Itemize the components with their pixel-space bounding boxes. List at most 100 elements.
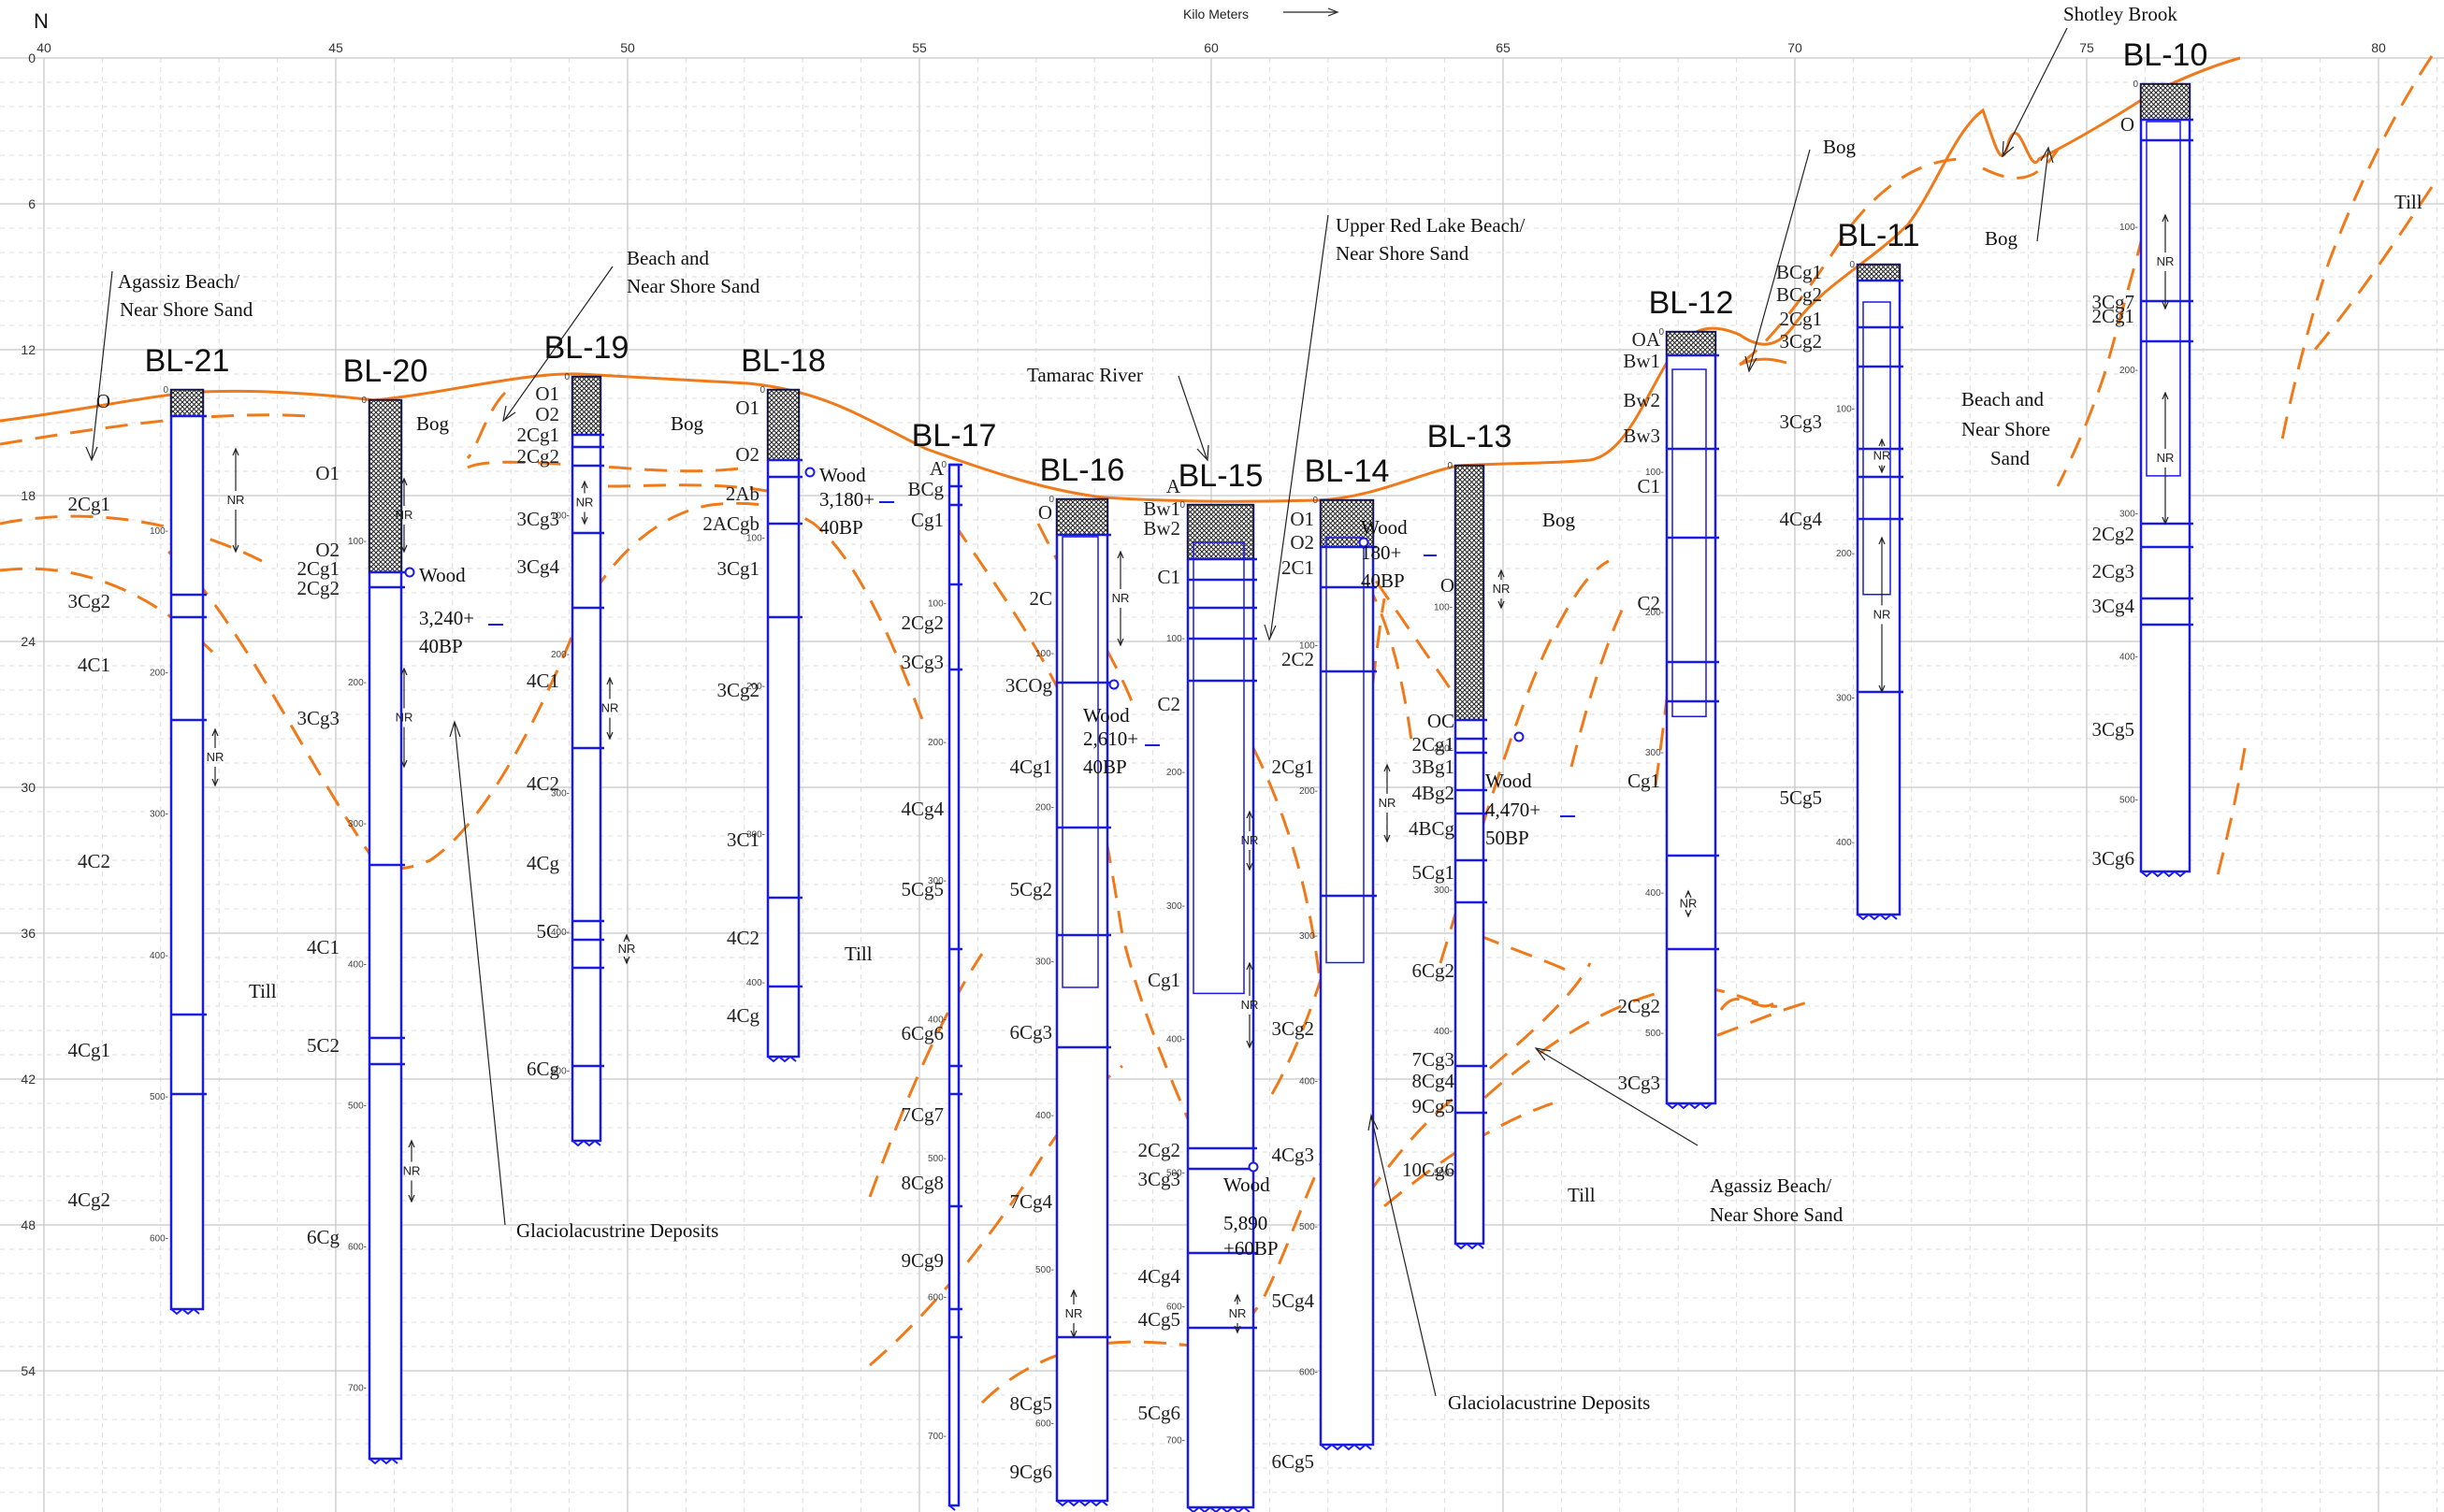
depth-tick: 500- bbox=[2119, 795, 2138, 805]
depth-tick: 0 bbox=[163, 385, 168, 396]
peat-hatch bbox=[1056, 499, 1092, 536]
borehole-bl-10: BL-100100-200-300-400-500-O2Cg12Cg22Cg33… bbox=[2091, 37, 2207, 878]
depth-tick: 100- bbox=[2119, 223, 2138, 233]
borehole-name: BL-20 bbox=[343, 353, 428, 389]
nr-arrowhead bbox=[1685, 909, 1692, 918]
peat-hatch bbox=[369, 399, 389, 420]
nr-arrowhead bbox=[1383, 834, 1391, 843]
horizon-label: O1 bbox=[735, 396, 759, 419]
bog-label: Bog bbox=[1823, 136, 1857, 158]
peat-hatch bbox=[1666, 331, 1682, 347]
horizon-label: 3Cg3 bbox=[901, 651, 944, 673]
horizon-label: 5C bbox=[536, 920, 559, 943]
core-end-marker bbox=[1320, 1443, 1372, 1451]
peat-hatch bbox=[1462, 698, 1484, 721]
date-value: 2,610+ bbox=[1083, 727, 1138, 750]
depth-tick: 100- bbox=[1166, 634, 1185, 644]
horizon-label: 2Cg1 bbox=[1271, 756, 1314, 778]
peat-hatch bbox=[1063, 498, 1100, 536]
peat-hatch bbox=[1861, 264, 1879, 281]
annotation-text: Near Shore bbox=[1961, 418, 2050, 440]
peat-hatch bbox=[1187, 504, 1243, 560]
horizon-label: Bw3 bbox=[1623, 425, 1660, 447]
peat-hatch bbox=[1074, 498, 1108, 533]
depth-tick: 300- bbox=[2119, 509, 2138, 519]
peat-hatch bbox=[1240, 546, 1254, 560]
peat-hatch bbox=[1873, 264, 1891, 281]
peat-hatch bbox=[369, 447, 402, 481]
horizon-label: 5Cg6 bbox=[1137, 1402, 1180, 1424]
nr-label: NR bbox=[1873, 608, 1891, 622]
peat-hatch bbox=[1320, 512, 1355, 548]
peat-hatch bbox=[1685, 331, 1710, 356]
horizon-label: 2C2 bbox=[1281, 648, 1314, 670]
peat-hatch bbox=[2161, 83, 2191, 113]
nr-arrowhead bbox=[2162, 391, 2169, 400]
peat-hatch bbox=[1857, 264, 1874, 281]
horizon-label: 6Cg6 bbox=[901, 1022, 944, 1044]
core-end-marker bbox=[369, 1457, 398, 1465]
depth-tick: 200- bbox=[150, 668, 168, 678]
borehole-bl-14: BL-140100-200-300-400-500-600-O1O22C12C2… bbox=[1271, 454, 1396, 1473]
nr-label: NR bbox=[1229, 1306, 1247, 1320]
depth-tick: 200- bbox=[551, 650, 570, 660]
peat-hatch bbox=[1056, 498, 1086, 528]
horizon-label: C1 bbox=[1637, 475, 1660, 497]
horizon-label: Bw2 bbox=[1143, 517, 1180, 540]
peat-hatch bbox=[2170, 100, 2191, 121]
borehole-name: BL-12 bbox=[1649, 285, 1734, 321]
horizon-label: 3Cg2 bbox=[1779, 330, 1822, 353]
core-end-marker bbox=[1056, 1499, 1108, 1507]
borehole-name: BL-18 bbox=[741, 343, 826, 379]
peat-hatch bbox=[1072, 499, 1108, 536]
peat-hatch bbox=[374, 545, 402, 573]
peat-hatch bbox=[784, 389, 800, 405]
depth-tick: 500- bbox=[1434, 1168, 1453, 1178]
depth-tick: 200- bbox=[928, 738, 947, 748]
depth-tick: 500- bbox=[1299, 1222, 1318, 1232]
depth-tick: 0 bbox=[1179, 500, 1185, 511]
peat-hatch bbox=[369, 564, 378, 573]
horizon-label: O bbox=[1440, 574, 1454, 597]
peat-hatch bbox=[369, 503, 402, 537]
core-tube bbox=[1062, 536, 1099, 988]
horizon-label: 5Cg4 bbox=[1271, 1289, 1314, 1312]
horizon-label: 10Cg6 bbox=[1402, 1159, 1454, 1181]
peat-hatch bbox=[1883, 264, 1901, 281]
peat-hatch bbox=[1056, 518, 1074, 536]
peat-hatch bbox=[369, 512, 402, 546]
nr-label: NR bbox=[403, 1164, 421, 1178]
horizon-label: Bw2 bbox=[1623, 389, 1660, 411]
peat-hatch bbox=[369, 517, 402, 551]
x-tick-label: 55 bbox=[912, 40, 927, 55]
nr-label: NR bbox=[396, 711, 413, 725]
horizon-label: 3Cg6 bbox=[2091, 847, 2134, 870]
peat-hatch bbox=[767, 405, 800, 438]
nr-arrowhead bbox=[1497, 569, 1505, 578]
peat-hatch bbox=[1335, 499, 1374, 539]
peat-hatch bbox=[1320, 508, 1360, 548]
peat-hatch bbox=[170, 390, 197, 417]
peat-hatch bbox=[1320, 499, 1336, 515]
horizon-label: 4Cg1 bbox=[1009, 756, 1052, 778]
horizon-label: 3Cg2 bbox=[716, 679, 759, 701]
horizon-label: 4Cg4 bbox=[1779, 508, 1822, 530]
peat-hatch bbox=[170, 399, 188, 417]
nr-arrowhead bbox=[1878, 684, 1886, 694]
horizon-label: 4C2 bbox=[727, 927, 759, 949]
depth-tick: 0 bbox=[1849, 260, 1855, 270]
annotation-text: Tamarac River bbox=[1027, 364, 1143, 386]
depth-tick: 100- bbox=[551, 511, 570, 522]
horizon-label: 2Cg1 bbox=[2091, 305, 2134, 327]
borehole-name: BL-13 bbox=[1427, 419, 1512, 454]
horizon-label: BCg bbox=[907, 478, 944, 500]
core-end-marker bbox=[1187, 1505, 1251, 1512]
depth-tick: 300- bbox=[746, 829, 765, 840]
peat-hatch bbox=[767, 442, 786, 461]
horizon-label: 2C1 bbox=[1281, 556, 1314, 579]
peat-hatch bbox=[1343, 517, 1374, 548]
peat-hatch bbox=[2165, 95, 2191, 121]
depth-tick: 400- bbox=[1299, 1077, 1318, 1087]
peat-hatch bbox=[772, 433, 800, 461]
peat-hatch bbox=[369, 470, 402, 504]
